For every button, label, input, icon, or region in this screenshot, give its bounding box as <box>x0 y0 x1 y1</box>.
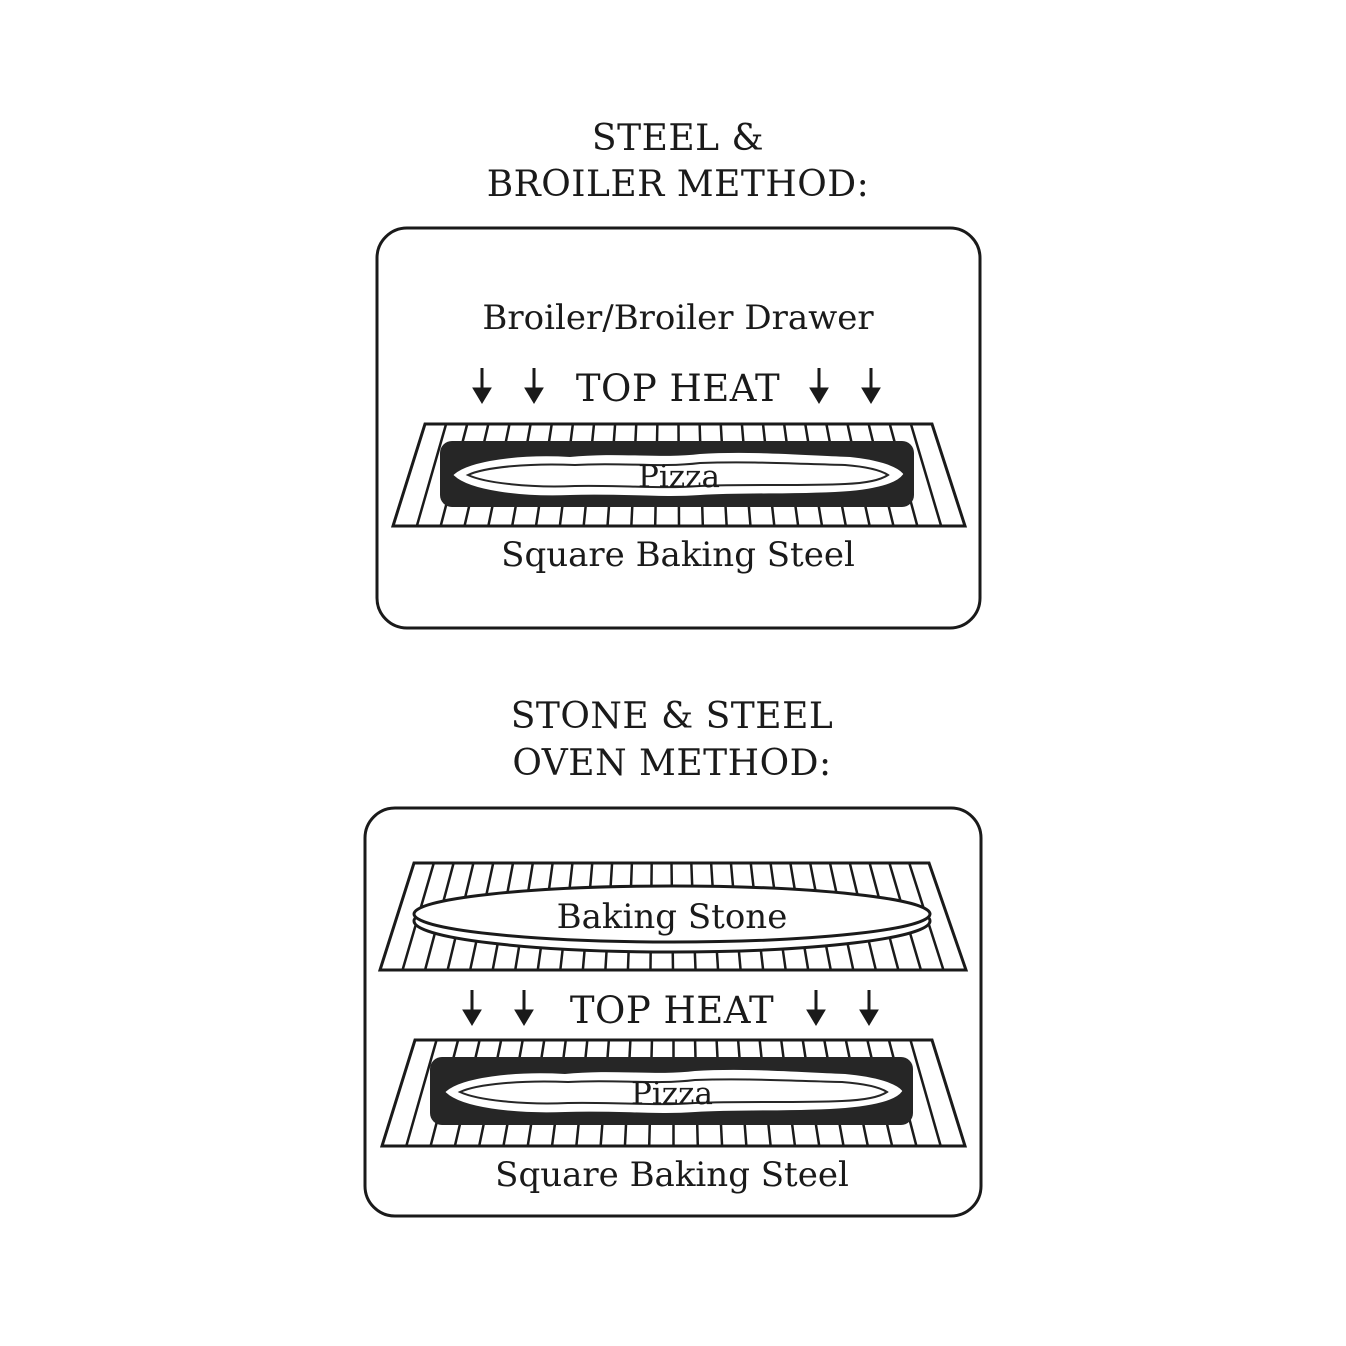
panel2-pizza-label: Pizza <box>631 1076 713 1112</box>
panel1-pizza-label: Pizza <box>638 459 720 495</box>
rack-bar <box>415 423 448 527</box>
panel1-top-heat: TOP HEAT <box>576 367 780 410</box>
panel1-pizza <box>453 452 904 496</box>
panel-steel-broiler: STEEL & BROILER METHOD: Broiler/Broiler … <box>375 118 982 630</box>
panel1-arrows <box>472 368 881 404</box>
panel2-heading-line1: STONE & STEEL <box>511 696 834 737</box>
panel2-pizza <box>445 1069 903 1113</box>
rack-bar <box>405 1039 438 1147</box>
panel2-top-heat: TOP HEAT <box>570 989 774 1032</box>
down-arrow-icon <box>514 990 534 1026</box>
rack-bar <box>909 423 943 527</box>
down-arrow-icon <box>806 990 826 1026</box>
down-arrow-icon <box>472 368 492 404</box>
panel2-heading-line2: OVEN METHOD: <box>512 743 831 784</box>
panel1-heading-line1: STEEL & <box>592 118 764 159</box>
panel1-steel-label: Square Baking Steel <box>501 535 855 575</box>
panel-stone-steel: STONE & STEEL OVEN METHOD: Baking Stone <box>363 696 983 1218</box>
panel2-baking-stone <box>412 884 932 954</box>
panel1-heading-line2: BROILER METHOD: <box>487 164 870 205</box>
down-arrow-icon <box>809 368 829 404</box>
baking-stone-label: Baking Stone <box>557 897 788 937</box>
broiler-label: Broiler/Broiler Drawer <box>482 298 874 338</box>
panel2-steel-label: Square Baking Steel <box>495 1155 849 1195</box>
down-arrow-icon <box>462 990 482 1026</box>
down-arrow-icon <box>861 368 881 404</box>
down-arrow-icon <box>524 368 544 404</box>
panel2-arrows <box>462 990 879 1026</box>
rack-bar <box>909 1039 942 1147</box>
down-arrow-icon <box>859 990 879 1026</box>
